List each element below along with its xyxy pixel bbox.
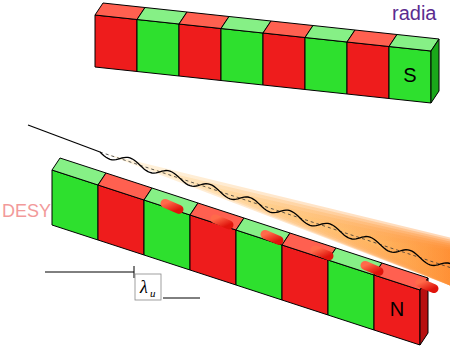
magnet-top — [98, 173, 152, 200]
pole-label: S — [403, 64, 416, 87]
period-line — [163, 298, 200, 299]
beam-line — [28, 125, 100, 152]
magnet-top — [305, 26, 355, 43]
magnet-face — [144, 200, 190, 270]
magnet-face — [263, 33, 305, 90]
magnet-face — [221, 29, 263, 86]
magnet-top — [137, 8, 187, 25]
radiation-cones — [105, 154, 450, 286]
magnet-top — [179, 12, 229, 29]
magnet-face — [282, 245, 328, 315]
caption-fragment: radia — [392, 2, 436, 25]
radiation-cone — [357, 237, 450, 286]
magnet-top — [190, 203, 244, 230]
magnet-top — [263, 21, 313, 38]
radiation-pulse — [365, 265, 379, 271]
beam-axis — [100, 152, 450, 268]
magnet-side — [431, 39, 439, 103]
radiation-pulse — [265, 234, 279, 240]
radiation-cone — [147, 168, 450, 286]
magnet-face — [347, 42, 389, 99]
magnet-face — [179, 24, 221, 81]
magnet-top — [52, 158, 106, 185]
radiation-pulses — [165, 203, 434, 288]
watermark: DESY — [2, 201, 51, 222]
period-symbol: λ — [140, 277, 148, 298]
magnet-array-top — [95, 3, 439, 103]
magnet-top — [144, 188, 198, 215]
magnet-top — [236, 218, 290, 245]
pole-label: N — [390, 298, 404, 321]
radiation-pulse — [420, 283, 434, 289]
radiation-cone — [315, 223, 450, 286]
magnet-top — [221, 17, 271, 34]
radiation-pulse — [315, 250, 329, 256]
magnet-face — [305, 38, 347, 95]
period-subscript: u — [150, 287, 156, 299]
magnet-top — [347, 30, 397, 47]
radiation-cone — [105, 154, 450, 286]
label-patch — [135, 274, 161, 300]
magnet-face — [190, 215, 236, 285]
electron-beam — [28, 125, 450, 268]
magnet-face — [137, 20, 179, 77]
radiation-pulse — [165, 203, 179, 209]
magnet-top — [389, 35, 439, 52]
period-tick — [134, 266, 135, 278]
magnet-face — [95, 15, 137, 72]
period-line — [45, 272, 134, 273]
radiation-cone — [189, 181, 450, 285]
beam-wiggle — [100, 152, 450, 266]
magnet-face — [389, 47, 431, 104]
radiation-pulse — [215, 219, 229, 225]
radiation-cone — [273, 209, 450, 285]
magnet-face — [236, 230, 282, 300]
magnet-top — [95, 3, 145, 20]
period-marker — [45, 266, 200, 300]
